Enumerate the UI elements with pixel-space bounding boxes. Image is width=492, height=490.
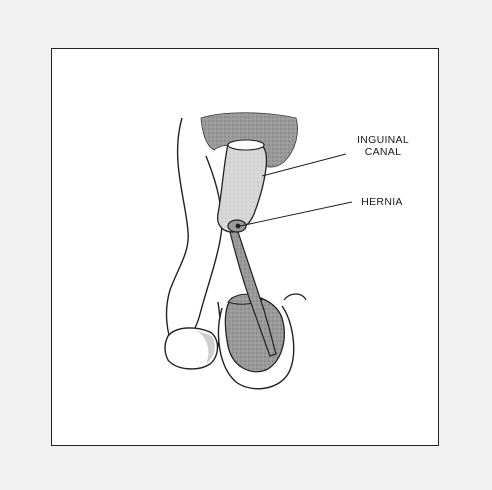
thigh-outline <box>167 118 189 350</box>
inguinal-canal-label-line1: INGUINAL <box>344 134 422 146</box>
cord-tail <box>284 294 306 300</box>
hernia-point <box>236 224 241 229</box>
inguinal-canal-label-line2: CANAL <box>344 146 422 158</box>
hernia-label: HERNIA <box>354 196 410 208</box>
inguinal-canal-label: INGUINAL CANAL <box>344 134 422 158</box>
canal-rim <box>228 140 264 150</box>
inguinal-canal <box>218 141 267 232</box>
